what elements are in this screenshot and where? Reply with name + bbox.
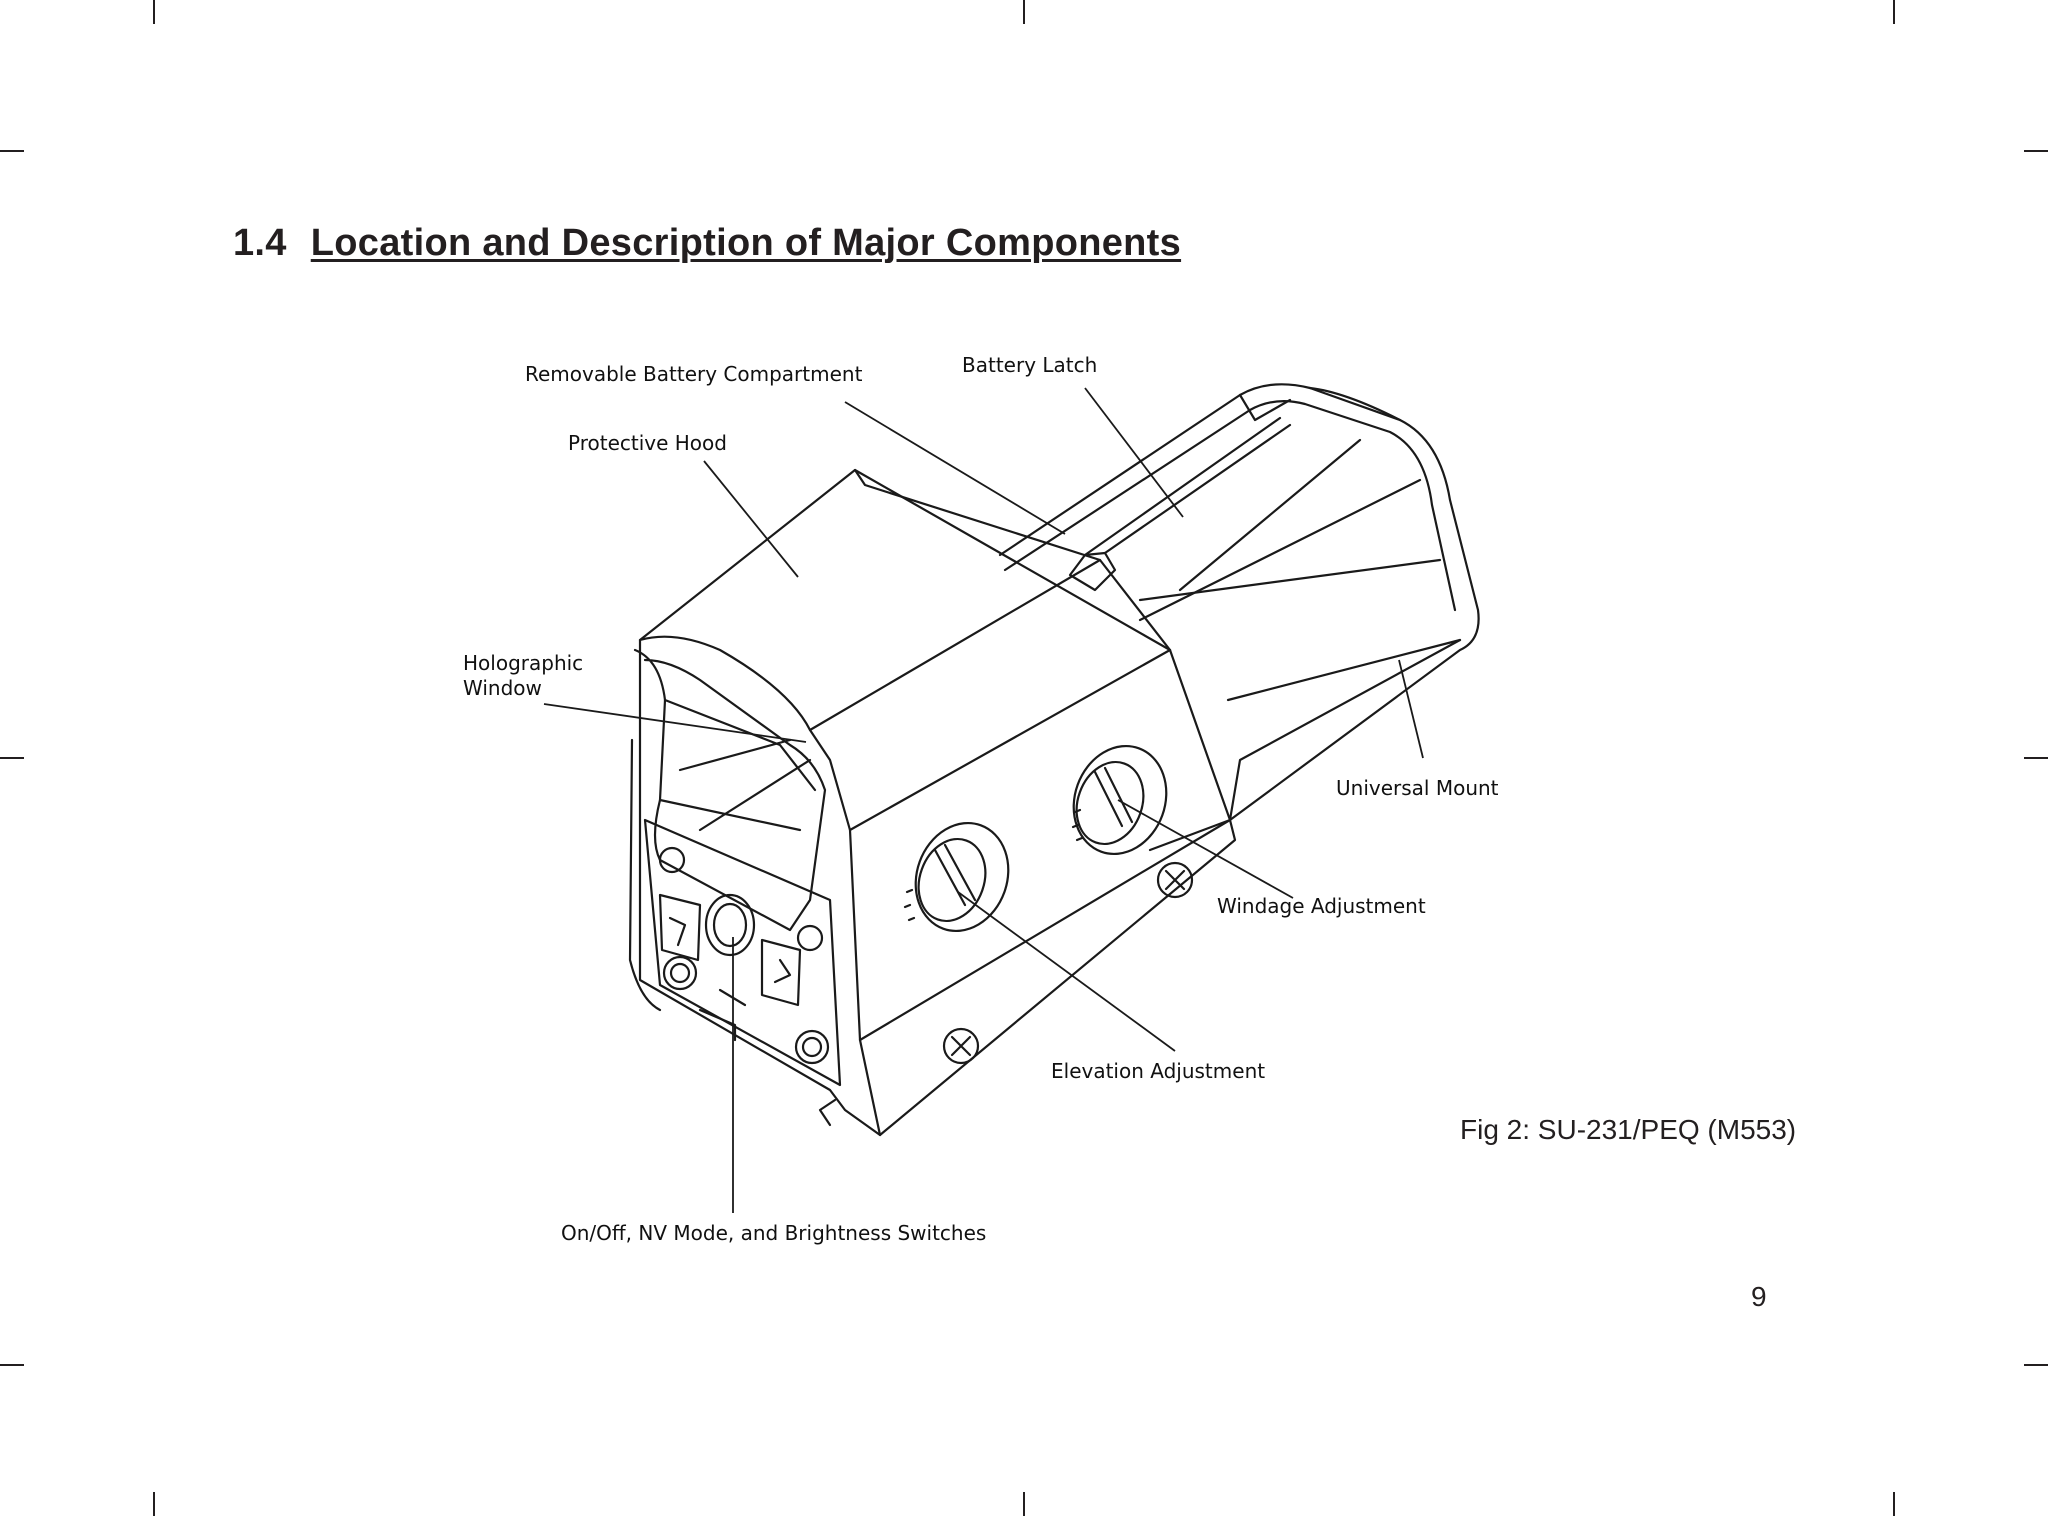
leader-windage-adjustment xyxy=(1117,799,1294,899)
crop-mark-bottom-left xyxy=(153,1492,155,1516)
figure-caption: Fig 2: SU-231/PEQ (M553) xyxy=(1460,1114,1797,1145)
crop-mark-left-middle xyxy=(0,757,24,759)
crop-mark-bottom-right xyxy=(1893,1492,1895,1516)
label-holographic-window-line2: Window xyxy=(463,676,542,700)
label-protective-hood: Protective Hood xyxy=(568,431,727,455)
section-number: 1.4 xyxy=(233,222,287,264)
leader-protective-hood xyxy=(703,460,799,578)
crop-mark-right-lower xyxy=(2024,1364,2048,1366)
leader-universal-mount xyxy=(1398,659,1424,759)
crop-mark-top-left xyxy=(153,0,155,24)
label-elevation-adjustment: Elevation Adjustment xyxy=(1051,1059,1265,1083)
sight-body-drawing xyxy=(628,383,1480,1137)
section-heading: 1.4 Location and Description of Major Com… xyxy=(233,222,1181,265)
page-number: 9 xyxy=(1751,1281,1767,1312)
crop-mark-bottom-center xyxy=(1023,1492,1025,1516)
crop-mark-top-center xyxy=(1023,0,1025,24)
label-holographic-window-line1: Holographic xyxy=(463,651,583,675)
label-battery-compartment: Removable Battery Compartment xyxy=(525,362,863,386)
leader-holographic-window xyxy=(543,703,807,743)
crop-mark-left-lower xyxy=(0,1364,24,1366)
crop-mark-top-right xyxy=(1893,0,1895,24)
leader-battery-compartment xyxy=(844,401,1066,535)
crop-mark-right-middle xyxy=(2024,757,2048,759)
callout-leaders xyxy=(543,387,1424,1213)
label-windage-adjustment: Windage Adjustment xyxy=(1217,894,1426,918)
crop-mark-right-upper xyxy=(2024,150,2048,152)
crop-mark-left-upper xyxy=(0,150,24,152)
leader-battery-latch xyxy=(1084,387,1184,518)
label-universal-mount: Universal Mount xyxy=(1336,776,1499,800)
label-switches: On/Off, NV Mode, and Brightness Switches xyxy=(561,1221,986,1245)
leader-elevation-adjustment xyxy=(957,891,1176,1052)
section-title: Location and Description of Major Compon… xyxy=(310,222,1182,264)
label-battery-latch: Battery Latch xyxy=(962,353,1097,377)
